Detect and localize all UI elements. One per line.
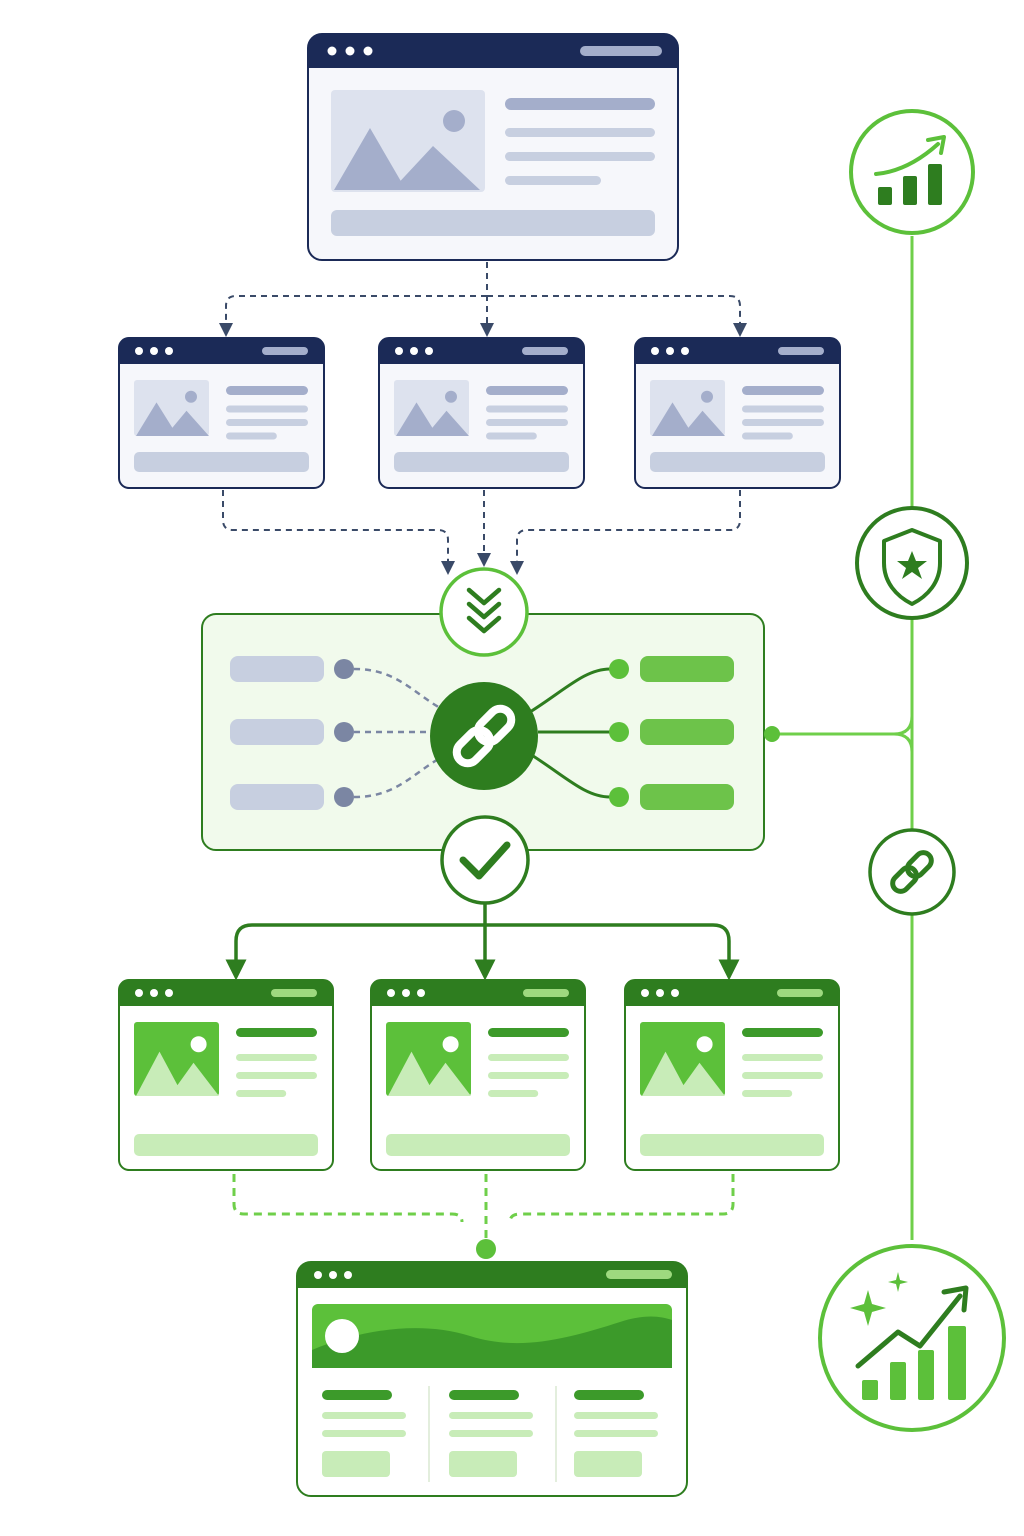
footer-bar — [386, 1134, 570, 1156]
rail-junction-node — [764, 726, 780, 742]
address-bar — [522, 347, 568, 355]
window-dots-icon — [314, 1271, 352, 1279]
rail-success-badge — [818, 1244, 1006, 1432]
linked-page — [370, 979, 586, 1171]
source-page — [307, 33, 679, 261]
rail-growth-badge — [849, 109, 975, 235]
sparkle-icon — [888, 1272, 908, 1292]
result-page — [296, 1261, 688, 1497]
linked-pages — [118, 979, 840, 1171]
footer-bar — [134, 452, 309, 472]
window-dots-icon — [135, 347, 173, 355]
address-bar — [606, 1270, 672, 1279]
footer-bar — [331, 210, 655, 236]
verify-badge — [440, 815, 530, 905]
footer-bar — [650, 452, 825, 472]
heading-bar — [488, 1028, 569, 1037]
result-column — [322, 1390, 406, 1477]
link-hub-panel — [201, 613, 765, 851]
address-bar — [580, 46, 662, 56]
heading-bar — [505, 98, 655, 110]
address-bar — [778, 347, 824, 355]
heading-bar — [742, 386, 824, 395]
heading-bar — [486, 386, 568, 395]
window-dots-icon — [651, 347, 689, 355]
hub-output-node — [609, 659, 629, 679]
footer-bar — [134, 1134, 318, 1156]
rail-security-badge — [855, 506, 969, 620]
hub-output-bar — [640, 784, 734, 810]
fanout-page — [634, 337, 841, 489]
merge-connectors — [222, 490, 741, 575]
fanout-connectors — [219, 262, 747, 337]
linked-page — [118, 979, 334, 1171]
benefits-rail — [764, 109, 1006, 1432]
result-column — [574, 1390, 658, 1477]
fanout-pages — [118, 337, 841, 489]
heading-bar — [742, 1028, 823, 1037]
address-bar — [262, 347, 308, 355]
converge-node — [476, 1239, 496, 1259]
footer-bar — [394, 452, 569, 472]
address-bar — [271, 989, 317, 997]
result-column — [449, 1390, 533, 1477]
hero-avatar — [325, 1319, 359, 1353]
hub-output-node — [609, 722, 629, 742]
hub-input-node — [334, 722, 354, 742]
window-dots-icon — [387, 989, 425, 997]
address-bar — [523, 989, 569, 997]
rail-link-badge — [868, 828, 956, 916]
heading-bar — [226, 386, 308, 395]
fanout-page — [378, 337, 585, 489]
window-dots-icon — [327, 46, 373, 56]
hub-input-node — [334, 787, 354, 807]
sparkle-icon — [850, 1290, 886, 1326]
growth-chart-icon — [874, 135, 946, 205]
chevrons-down-icon — [466, 587, 502, 634]
hub-input-node — [334, 659, 354, 679]
checkmark-icon — [459, 841, 511, 880]
window-dots-icon — [641, 989, 679, 997]
distribution-connectors — [225, 903, 740, 981]
fanout-page — [118, 337, 325, 489]
hub-input-bar — [230, 719, 324, 745]
link-icon — [452, 704, 516, 768]
hub-input-bar — [230, 784, 324, 810]
converge-connectors — [232, 1174, 735, 1244]
footer-bar — [640, 1134, 824, 1156]
heading-bar — [236, 1028, 317, 1037]
merge-badge — [439, 567, 529, 657]
shield-star-icon — [882, 528, 942, 606]
hub-output-bar — [640, 656, 734, 682]
linked-page — [624, 979, 840, 1171]
window-dots-icon — [135, 989, 173, 997]
hub-output-bar — [640, 719, 734, 745]
hub-output-node — [609, 787, 629, 807]
address-bar — [777, 989, 823, 997]
sparkle-growth-chart-icon — [850, 1272, 969, 1400]
window-dots-icon — [395, 347, 433, 355]
hub-input-bar — [230, 656, 324, 682]
